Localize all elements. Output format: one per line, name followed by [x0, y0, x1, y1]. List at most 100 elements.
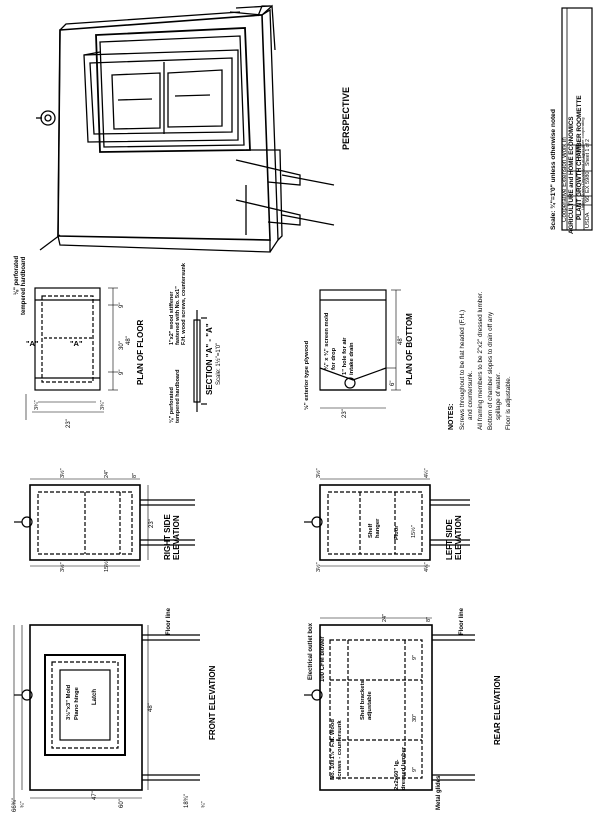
- dim-3-left-bottom: 3½": [315, 562, 322, 572]
- dim-6: 6": [390, 381, 396, 386]
- dim-3-3-4-right: 3¾": [100, 400, 106, 410]
- dim-30-rear: 30": [412, 714, 418, 722]
- dim-9-rear-bottom: 9": [412, 767, 418, 772]
- note-1: Screws throughout to be flat headed (F.H…: [459, 310, 466, 430]
- dim-30-floor: 30": [119, 341, 125, 350]
- scale-note: Scale: ¾"=1'0" unless otherwise noted: [549, 109, 557, 230]
- dim-3-4-b: ¾": [201, 801, 207, 808]
- lumber-callout-1: 2x2x60" lg.: [394, 759, 400, 790]
- right-side-title-2: ELEVATION: [172, 515, 181, 560]
- plan-of-bottom-title: PLAN OF BOTTOM: [405, 313, 414, 385]
- drawing-title: PLANT GROWTH CHAMBER ROOMETTE: [576, 95, 583, 220]
- org-line-2: AGRICULTURE and HOME ECONOMICS: [568, 117, 575, 234]
- section-title: SECTION "A" - "A": [205, 323, 214, 395]
- screen-mold-callout-2: for drop: [331, 347, 337, 370]
- dim-8-rear: 8": [426, 617, 432, 622]
- org-line-3: and the: [575, 144, 580, 158]
- perspective-view: [36, 4, 335, 253]
- front-elevation-title: FRONT ELEVATION: [208, 665, 217, 740]
- stiffener-callout-1: 1"x2" wood stiffener: [169, 291, 175, 345]
- front-elevation: [13, 624, 200, 805]
- section-a-a: [193, 310, 207, 412]
- dim-18: 18¾": [184, 794, 190, 808]
- dim-3-right-top: 3½": [59, 468, 66, 478]
- notes: NOTES: Screws throughout to be flat head…: [448, 291, 512, 430]
- piano-hinge-callout: Piano hinge: [74, 686, 80, 720]
- dim-9-rear-top: 9": [412, 655, 418, 660]
- section-marker-a-left: "A": [26, 339, 39, 348]
- hole-callout-1: 1" hole for air: [342, 337, 348, 375]
- note-3: Bottom of chamber slopes to drain off an…: [487, 311, 494, 430]
- plywood-callout: ½" exterior type plywood: [303, 340, 310, 410]
- note-1b: and countersunk.: [467, 371, 474, 420]
- year: '66: [585, 196, 591, 203]
- rear-elevation: [304, 617, 475, 791]
- note-2: All framing members to be 2"x2" dressed …: [477, 291, 484, 430]
- org-line-4: United States Department of Agriculture …: [580, 118, 585, 211]
- dim-3-4-a: ¾": [20, 801, 26, 808]
- screws-callout-2: screws - countersunk: [337, 720, 343, 780]
- dim-23-bottom: 23": [342, 409, 348, 418]
- brackets-callout-1: Shelf brackets: [360, 680, 366, 720]
- perforated-callout-1: ⅛" perforated: [169, 387, 175, 423]
- mold-callout: 3½"x3" Mold: [65, 684, 72, 720]
- org-line-1: Cooperative Extension Work in: [561, 137, 568, 222]
- dim-4-left-top: 4¼": [424, 468, 430, 478]
- section-marker-a-right: "A": [70, 339, 83, 348]
- dim-9-bottom: 9": [119, 370, 125, 375]
- agency: USDA: [585, 212, 591, 228]
- dim-48-front: 48": [148, 703, 154, 712]
- left-side-title-2: ELEVATION: [454, 515, 463, 560]
- dim-3-3-4-left: 3¾": [34, 400, 40, 410]
- hardboard-callout-1: ⅛" perforated: [14, 255, 20, 295]
- dim-9-top: 9": [119, 303, 125, 308]
- section-scale: Scale: 1½"=1'0": [215, 343, 222, 385]
- left-side-title-1: LEFT SIDE: [445, 518, 454, 560]
- screen-mold-callout-1: ¾" x ¾" screen mold: [323, 312, 330, 370]
- dim-15-left: 15½": [410, 525, 417, 538]
- dim-3-right-bottom: 3½": [59, 562, 66, 572]
- outlet-callout: Electrical outlet box: [308, 622, 314, 680]
- perspective-title: PERSPECTIVE: [341, 87, 351, 150]
- right-side-elevation: [14, 478, 195, 567]
- brackets-callout-2: adjustable: [367, 691, 373, 720]
- floor-line-callout-rear: Floor line: [459, 607, 465, 635]
- glides-callout: Metal glides: [436, 775, 442, 810]
- dim-48-floor: 48": [126, 336, 132, 345]
- dim-4-left-bottom: 4¼": [424, 562, 430, 572]
- hardboard-callout-2: tempered hardboard: [21, 256, 27, 315]
- floor-callout: Floor: [394, 525, 400, 540]
- plan-number: EX 5980: [585, 172, 591, 193]
- dim-60: 60": [119, 799, 125, 808]
- latch-callout: Latch: [92, 689, 98, 705]
- notes-heading: NOTES:: [448, 404, 455, 430]
- stiffener-callout-2: fastened with No. 5x1": [175, 286, 181, 345]
- right-side-title-1: RIGHT SIDE: [163, 514, 172, 560]
- dim-48-bottom: 48": [398, 336, 404, 345]
- left-side-elevation: [304, 478, 470, 567]
- dim-15-right: 15½": [103, 559, 110, 572]
- hole-callout-2: intake drain: [349, 342, 355, 375]
- dim-8-right: 8": [132, 473, 138, 478]
- dim-66: 66¾": [12, 798, 18, 812]
- title-block: Scale: ¾"=1'0" unless otherwise noted Co…: [549, 7, 593, 234]
- dim-23-floor: 23": [66, 419, 72, 428]
- note-3b: spillage of water.: [495, 372, 502, 420]
- dim-24-right: 24": [104, 470, 110, 478]
- floor-line-callout-front: Floor line: [166, 607, 172, 635]
- plan-of-bottom: [319, 289, 401, 409]
- dim-24-rear: 24": [382, 614, 388, 622]
- dim-23-right: 23": [149, 519, 155, 528]
- shelf-hanger-callout-2: hanger: [375, 518, 381, 538]
- perforated-callout-2: tempered hardboard: [175, 370, 181, 423]
- dim-3-left-top: 3½": [315, 468, 322, 478]
- shelf-hanger-callout-1: Shelf: [368, 524, 374, 538]
- rear-elevation-title: REAR ELEVATION: [493, 675, 502, 745]
- stiffener-callout-3: F.H. wood screws, countersunk: [181, 262, 187, 345]
- plan-of-floor: [25, 287, 118, 420]
- dim-47: 47": [92, 791, 98, 800]
- screws-callout-1: No. 10x1½" F.H. Wood: [329, 719, 336, 780]
- sheet-number: Sheet 1 of 2: [585, 139, 591, 166]
- lumber-callout-2: dressed lumber: [401, 746, 407, 790]
